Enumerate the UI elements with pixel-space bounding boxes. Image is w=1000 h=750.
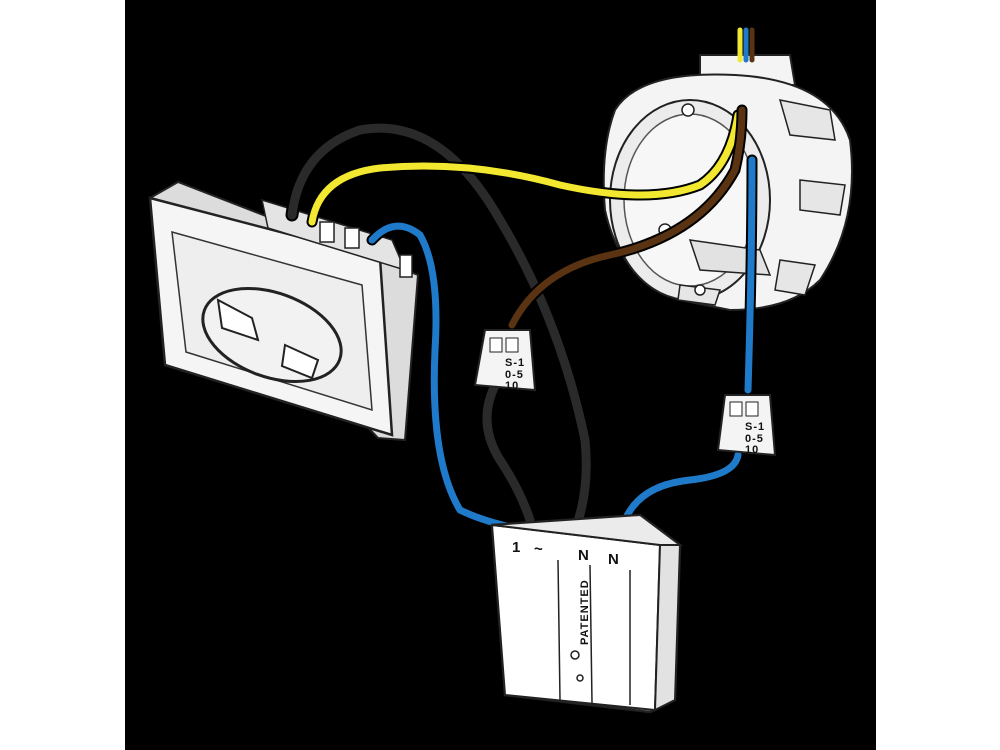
connector-right-mark-2: 0-5	[745, 433, 764, 445]
connector-right-mark-3: 10	[745, 444, 759, 456]
terminal-label-n1: N	[578, 547, 589, 564]
wires	[285, 27, 758, 551]
micro-module-icon: 1 ~ N N PATENTED	[490, 513, 683, 714]
wall-socket-icon	[148, 180, 420, 442]
terminal-label-1: 1	[512, 539, 520, 556]
connector-left: S-1 0-5 10	[473, 329, 537, 392]
terminal-label-tilde: ~	[534, 541, 543, 558]
wire-connector-icon: S-1 0-5 10 S-1 0-5 10	[473, 329, 777, 457]
connector-right-mark-1: S-1	[745, 421, 765, 433]
module-stamp: PATENTED	[579, 579, 591, 645]
terminal-label-n2: N	[608, 551, 619, 568]
connector-left-mark-3: 10	[505, 380, 519, 392]
connector-left-mark-2: 0-5	[505, 369, 524, 381]
connector-right: S-1 0-5 10	[716, 394, 777, 457]
connector-left-mark-1: S-1	[505, 357, 525, 369]
